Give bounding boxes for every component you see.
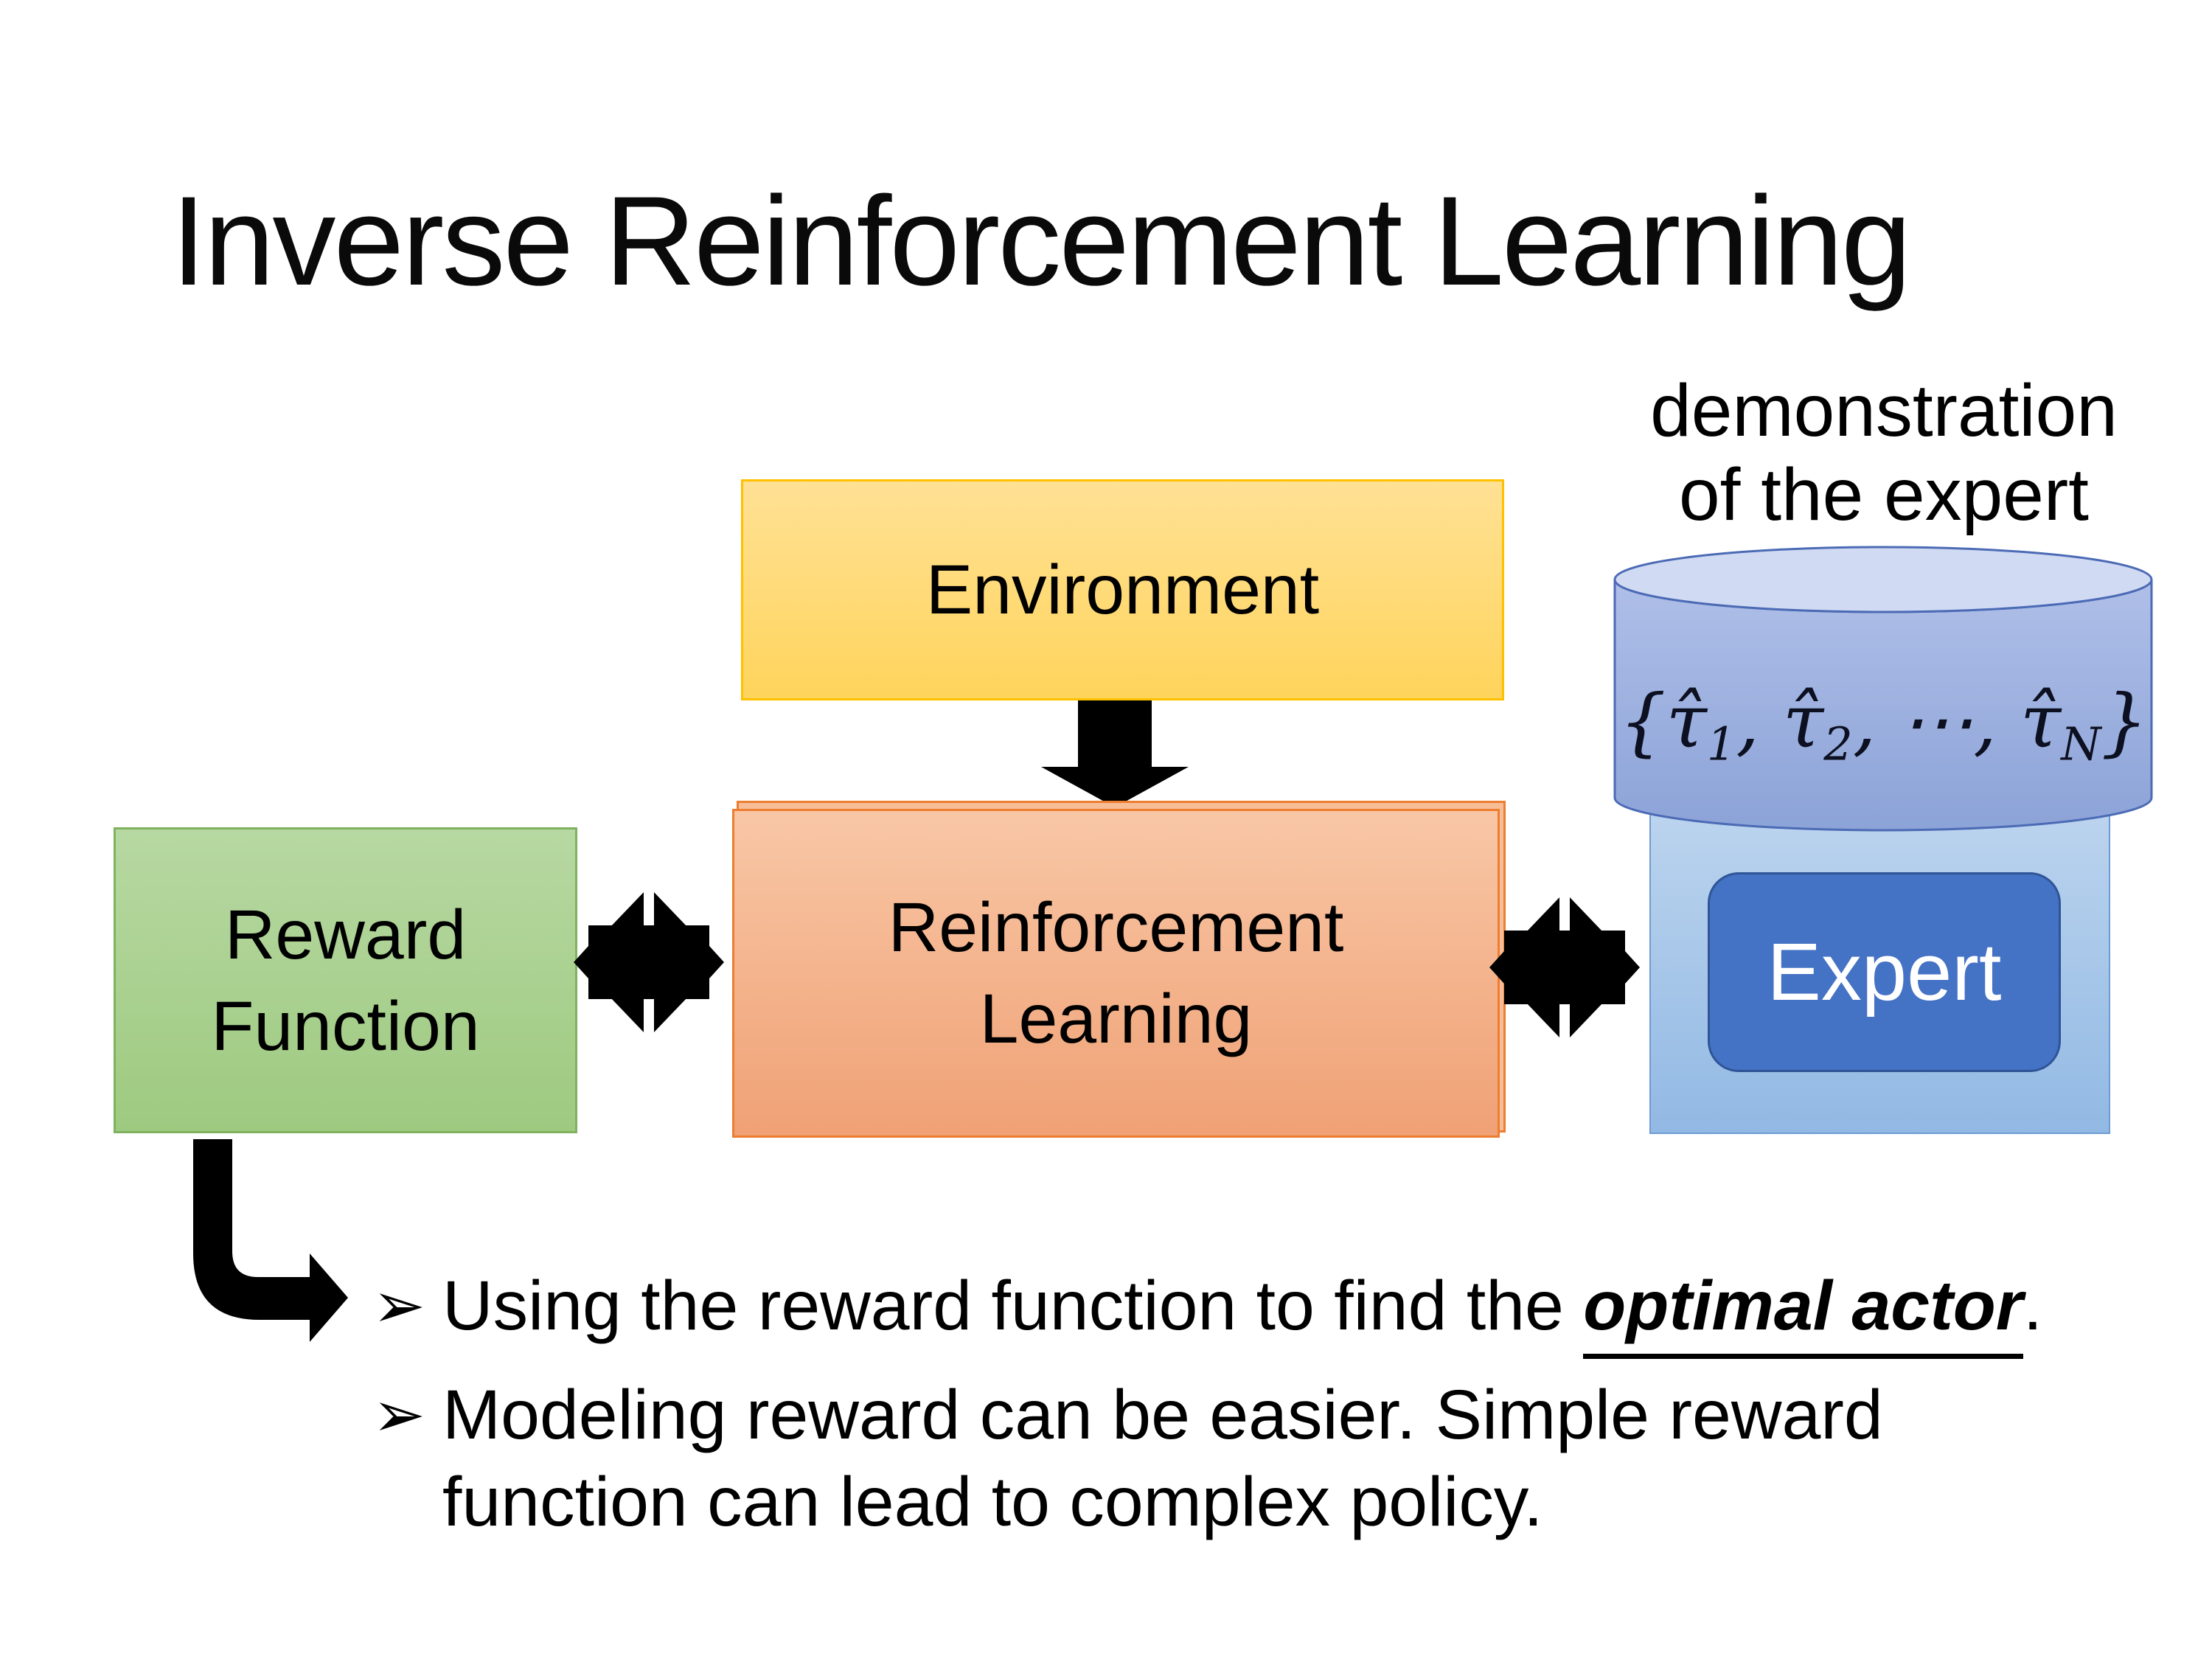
formula-brace-open: { xyxy=(1618,678,1666,765)
rl-label-line-2: Learning xyxy=(979,980,1253,1058)
rl-label-line-1: Reinforcement xyxy=(888,888,1344,967)
reward-label-line-2: Function xyxy=(211,987,480,1065)
formula-tau-2: τ̂ xyxy=(1782,678,1824,765)
bidirectional-arrow-icon xyxy=(1489,897,1640,1037)
demonstration-annotation: demonstration of the expert xyxy=(1571,369,2197,537)
formula-brace-close: } xyxy=(2101,678,2149,765)
expert-box: Expert xyxy=(1708,872,2061,1072)
formula-tau-1: τ̂ xyxy=(1666,678,1707,765)
formula-sub-n: N xyxy=(2061,717,2101,771)
environment-box: Environment xyxy=(741,479,1504,700)
bidirectional-arrow-icon xyxy=(574,892,724,1032)
trajectory-set-formula: {τ̂1, τ̂2, ⋯, τ̂N} xyxy=(1612,678,2155,771)
formula-comma-1: , xyxy=(1736,678,1783,765)
bullet-segment: . xyxy=(2023,1267,2043,1345)
bullet-line-1: Modeling reward can be easier. Simple re… xyxy=(442,1376,1883,1454)
formula-comma-2: , xyxy=(1852,678,1900,765)
reward-label-line-1: Reward xyxy=(224,895,467,974)
formula-sub-1: 1 xyxy=(1706,717,1736,771)
formula-dots: ⋯ xyxy=(1899,678,1974,765)
bullet-list: ➢ Using the reward function to find the … xyxy=(372,1262,2157,1545)
formula-sub-2: 2 xyxy=(1823,717,1853,771)
formula-tau-n: τ̂ xyxy=(2020,678,2062,765)
reward-function-box: Reward Function xyxy=(114,827,577,1133)
bullet-text: Modeling reward can be easier. Simple re… xyxy=(442,1371,1883,1545)
bullet-segment: Using the reward function to find the xyxy=(442,1267,1584,1345)
formula-comma-3: , xyxy=(1973,678,2020,765)
elbow-arrow-icon xyxy=(193,1139,348,1342)
expert-label: Expert xyxy=(1767,927,2002,1018)
bullet-text: Using the reward function to find the op… xyxy=(442,1262,2043,1359)
database-cylinder-icon xyxy=(1613,546,2153,832)
annotation-line-1: demonstration xyxy=(1650,369,2118,452)
bullet-line-2: function can lead to complex policy. xyxy=(442,1463,1543,1541)
list-item: ➢ Modeling reward can be easier. Simple … xyxy=(372,1371,2157,1545)
annotation-line-2: of the expert xyxy=(1679,453,2089,536)
bullet-segment-emphasis: optimal actor xyxy=(1583,1267,2023,1359)
arrow-bullet-icon: ➢ xyxy=(372,1378,426,1452)
reinforcement-learning-box: Reinforcement Learning xyxy=(732,809,1500,1138)
list-item: ➢ Using the reward function to find the … xyxy=(372,1262,2157,1359)
environment-label: Environment xyxy=(925,551,1320,629)
page-title: Inverse Reinforcement Learning xyxy=(171,170,1912,312)
arrow-bullet-icon: ➢ xyxy=(372,1269,426,1343)
down-arrow-icon xyxy=(1041,700,1189,807)
